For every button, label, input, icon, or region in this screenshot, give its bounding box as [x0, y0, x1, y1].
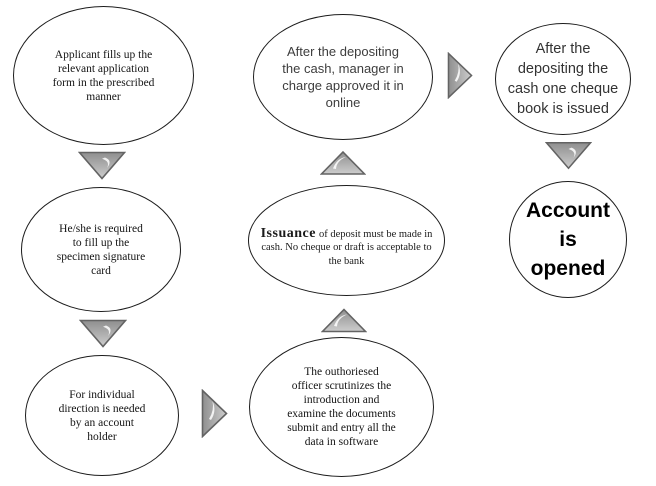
- arrow-down-icon: [78, 151, 126, 180]
- arrow-right-icon: [201, 389, 228, 438]
- node-officer-scrutiny-label: The outhoriesed officer scrutinizes the …: [287, 366, 396, 448]
- node-account-opened-label: Account is opened: [526, 199, 610, 280]
- node-cheque-book-label: After the depositing the cash one cheque…: [507, 41, 619, 117]
- arrow-right-icon: [446, 52, 474, 99]
- node-deposit-issuance-lead: Issuance: [260, 225, 316, 241]
- node-applicant-form: Applicant fills up the relevant applicat…: [13, 6, 194, 145]
- arrow-down-icon: [79, 319, 127, 348]
- node-cheque-book: After the depositing the cash one cheque…: [495, 23, 631, 135]
- node-account-opened: Account is opened: [509, 181, 627, 298]
- node-specimen-signature: He/she is required to fill up the specim…: [21, 187, 181, 312]
- arrow-up-icon: [320, 150, 366, 176]
- node-manager-approval: After the depositing the cash, manager i…: [253, 14, 433, 140]
- node-applicant-form-label: Applicant fills up the relevant applicat…: [52, 48, 155, 103]
- node-individual-direction-label: For individual direction is needed by an…: [58, 388, 146, 443]
- node-manager-approval-label: After the depositing the cash, manager i…: [282, 44, 404, 110]
- node-officer-scrutiny: The outhoriesed officer scrutinizes the …: [249, 337, 434, 477]
- arrow-up-icon: [321, 308, 367, 333]
- node-individual-direction: For individual direction is needed by an…: [25, 355, 179, 476]
- node-specimen-signature-label: He/she is required to fill up the specim…: [56, 222, 146, 277]
- arrow-down-icon: [545, 141, 592, 170]
- node-deposit-issuance-rest: of deposit must be made in cash. No cheq…: [261, 228, 433, 267]
